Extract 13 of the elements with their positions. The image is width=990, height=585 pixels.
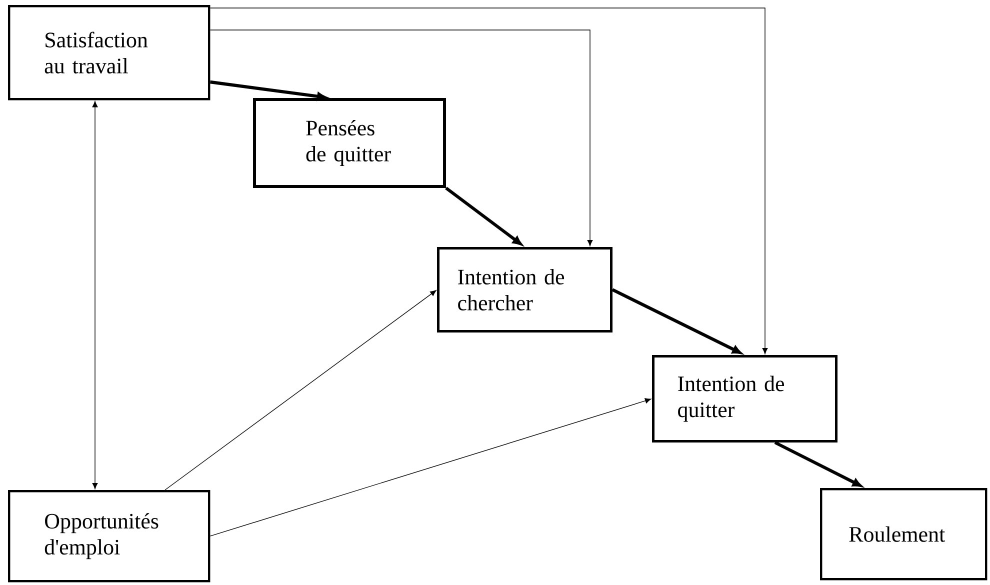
arrow <box>92 101 98 490</box>
concept-box: Roulement <box>820 488 988 580</box>
arrow <box>210 8 768 354</box>
arrow <box>445 186 522 246</box>
concept-box: Satisfaction au travail <box>8 5 210 100</box>
arrow <box>774 441 862 487</box>
concept-box: Opportunités d'emploi <box>8 490 210 582</box>
concept-box: Intention de quitter <box>652 355 838 442</box>
arrow <box>164 290 436 490</box>
concept-box: Intention de chercher <box>437 247 612 332</box>
arrow <box>210 398 652 536</box>
concept-box: Pensées de quitter <box>253 98 446 188</box>
arrow <box>210 30 593 246</box>
